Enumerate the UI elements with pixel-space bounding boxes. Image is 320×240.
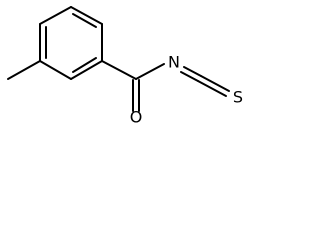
ring-bond [70,60,103,80]
nitrogen-carbon-double-bond [183,66,202,77]
sulfur-atom-label: S [233,88,243,107]
chemical-structure: O N S [7,6,243,127]
carbon-sulfur-double-bond [200,75,230,92]
carbon-sulfur-double-bond [197,80,227,97]
ring-bond [39,60,72,80]
ring-bond [39,6,72,25]
nitrogen-carbon-double-bond [180,71,199,82]
benzene-ring [39,6,103,80]
oxygen-atom-label: O [130,108,143,127]
methyl-bond [7,60,41,80]
carbonyl-to-nitrogen-bond [135,63,165,80]
ring-double-bond [72,57,97,73]
nitrogen-atom-label: N [168,53,180,72]
ring-bond [70,6,103,25]
ring-double-bond [72,13,97,28]
ring-to-carbonyl-bond [101,60,137,80]
